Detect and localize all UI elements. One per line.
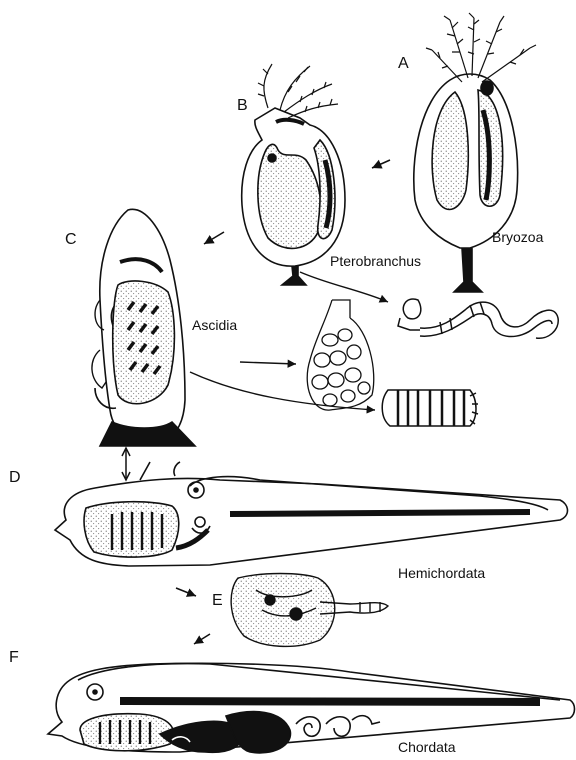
- barrel-form-figure: [382, 390, 478, 426]
- label-hemichordata: Hemichordata: [398, 565, 485, 581]
- ascidia-base: [100, 422, 195, 446]
- pterobranchus-figure: [242, 64, 345, 285]
- acorn-worm-figure: [398, 299, 558, 338]
- label-d: D: [9, 469, 21, 486]
- label-pterobranchus: Pterobranchus: [330, 253, 421, 269]
- label-f: F: [9, 649, 19, 666]
- chordate-figure: [48, 663, 575, 753]
- bryozoa-figure: [414, 13, 536, 292]
- label-ascidia: Ascidia: [192, 317, 237, 333]
- bryozoa-tentacles: [426, 13, 536, 82]
- label-c: C: [65, 231, 77, 248]
- hemichordate-figure: [55, 462, 568, 566]
- arrow-e-to-f: [194, 634, 210, 644]
- double-arrow-c-d: [122, 448, 130, 480]
- label-a: A: [398, 55, 409, 72]
- arrow-b-to-c: [204, 232, 224, 244]
- ascidia-figure: [92, 209, 195, 446]
- arrow-ascidia-to-barrel: [190, 372, 375, 410]
- label-bryozoa: Bryozoa: [492, 229, 544, 245]
- arrow-d-to-e: [176, 588, 196, 596]
- label-b: B: [237, 97, 248, 114]
- colonial-form-figure: [307, 300, 374, 410]
- label-e: E: [212, 592, 223, 609]
- arrow-pterobranchus-to-worm: [300, 272, 388, 302]
- arrow-a-to-b: [372, 160, 390, 168]
- arrow-ascidia-to-colony: [240, 362, 296, 364]
- label-chordata: Chordata: [398, 739, 456, 755]
- pterobranchus-stalk: [282, 266, 306, 285]
- pterobranchus-plumes: [258, 64, 338, 118]
- bryozoa-stalk: [454, 248, 482, 292]
- larva-figure: [231, 574, 388, 647]
